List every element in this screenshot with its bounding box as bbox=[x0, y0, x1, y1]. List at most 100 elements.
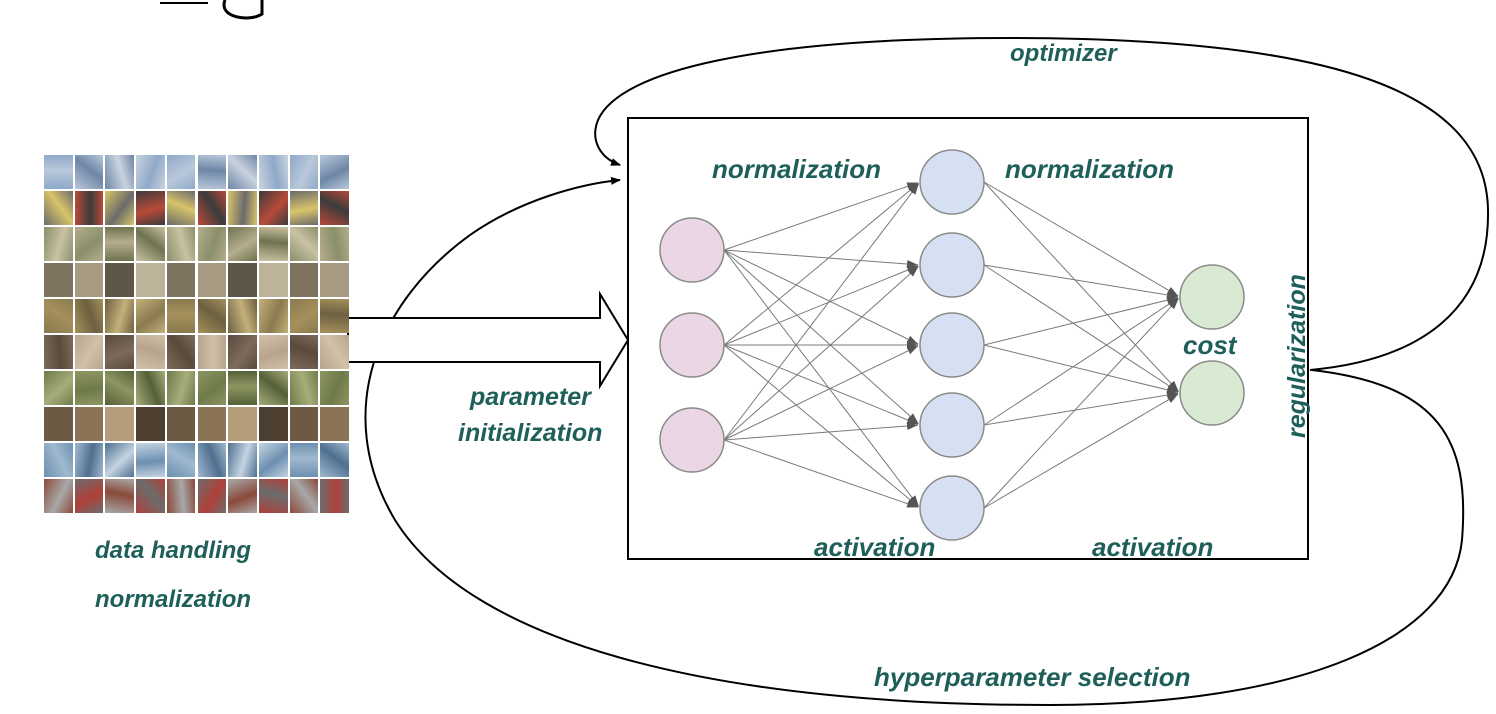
network-edges bbox=[723, 181, 1180, 509]
dataset-thumbnail bbox=[228, 263, 257, 297]
edge-1-2-1 bbox=[983, 344, 1179, 394]
edge-1-3-1 bbox=[983, 391, 1179, 426]
dataset-thumbnail bbox=[44, 443, 73, 477]
dataset-thumbnail bbox=[105, 227, 135, 261]
edge-0-0-4 bbox=[723, 249, 920, 507]
network-nodes bbox=[659, 149, 1245, 541]
edge-1-0-1 bbox=[983, 181, 1180, 392]
dataset-thumbnail bbox=[136, 263, 165, 297]
dataset-thumbnail bbox=[258, 371, 288, 405]
dataset-thumbnail bbox=[289, 299, 319, 333]
normalization-label-right: normalization bbox=[1005, 154, 1175, 184]
dataset-thumbnail bbox=[320, 227, 349, 261]
dataset-thumbnail bbox=[197, 227, 227, 261]
edge-0-2-0 bbox=[723, 183, 920, 441]
edge-0-2-1 bbox=[723, 265, 919, 441]
hidden-node-5 bbox=[919, 475, 985, 541]
output-node-1 bbox=[1179, 264, 1245, 330]
dataset-thumbnail bbox=[197, 191, 227, 225]
dataset-thumbnail bbox=[44, 227, 73, 261]
dataset-thumbnail bbox=[166, 191, 196, 225]
data-normalization-label: normalization bbox=[95, 586, 252, 613]
dataset-thumbnail bbox=[136, 371, 165, 405]
dataset-thumbnail bbox=[289, 443, 319, 477]
dataset-thumbnail bbox=[228, 227, 257, 261]
regularization-label: regularization bbox=[1283, 274, 1311, 438]
dataset-thumbnail bbox=[320, 371, 349, 405]
dataset-thumbnail bbox=[44, 407, 73, 441]
dataset-thumbnail bbox=[228, 191, 257, 225]
dataset-thumbnail bbox=[289, 371, 319, 405]
dataset-thumbnail bbox=[74, 335, 104, 369]
edge-0-1-0 bbox=[723, 182, 919, 346]
dataset-thumbnail bbox=[166, 227, 196, 261]
dataset-thumbnail bbox=[166, 335, 196, 369]
hidden-node-2 bbox=[919, 232, 985, 298]
dataset-thumbnail bbox=[105, 371, 135, 405]
initialization-label: initialization bbox=[458, 419, 603, 447]
dataset-thumbnail bbox=[228, 443, 257, 477]
dataset-thumbnail bbox=[166, 263, 196, 297]
edge-1-0-0 bbox=[983, 181, 1179, 297]
dataset-thumbnail bbox=[166, 299, 196, 333]
dataset-thumbnail bbox=[228, 299, 257, 333]
optimizer-label: optimizer bbox=[1010, 40, 1117, 67]
edge-0-2-4 bbox=[723, 439, 919, 508]
edge-0-2-2 bbox=[723, 345, 919, 441]
cost-label: cost bbox=[1183, 330, 1237, 360]
dataset-thumbnail bbox=[258, 479, 288, 513]
edge-1-1-0 bbox=[983, 264, 1179, 299]
dataset-thumbnail bbox=[320, 155, 349, 189]
dataset-thumbnail bbox=[197, 479, 227, 513]
dataset-thumbnail bbox=[166, 407, 196, 441]
dataset-thumbnail bbox=[74, 155, 104, 189]
dataset-thumbnail bbox=[258, 299, 288, 333]
dataset-thumbnail bbox=[197, 155, 227, 189]
parameter-label: parameter bbox=[470, 383, 591, 411]
dataset-thumbnail bbox=[74, 299, 104, 333]
dataset-thumbnail bbox=[105, 299, 135, 333]
edge-1-3-0 bbox=[983, 297, 1179, 426]
dataset-thumbnail bbox=[166, 371, 196, 405]
output-node-2 bbox=[1179, 360, 1245, 426]
dataset-thumbnail bbox=[197, 443, 227, 477]
dataset-thumbnail bbox=[320, 479, 349, 513]
dataset-thumbnail bbox=[197, 407, 227, 441]
dataset-thumbnail bbox=[44, 263, 73, 297]
input-node-2 bbox=[659, 312, 725, 378]
dataset-thumbnail bbox=[228, 335, 257, 369]
dataset-thumbnail bbox=[74, 263, 104, 297]
dataset-thumbnail bbox=[105, 335, 135, 369]
edge-0-1-4 bbox=[723, 344, 919, 508]
edge-1-1-1 bbox=[983, 264, 1179, 393]
dataset-thumbnail bbox=[166, 443, 196, 477]
edge-1-4-1 bbox=[983, 393, 1179, 509]
dataset-thumbnail bbox=[197, 299, 227, 333]
dataset-thumbnail bbox=[105, 407, 135, 441]
edge-0-2-3 bbox=[723, 422, 919, 441]
dataset-thumbnail bbox=[105, 479, 135, 513]
dataset-thumbnail bbox=[197, 335, 227, 369]
hidden-node-4 bbox=[919, 392, 985, 458]
normalization-label-left: normalization bbox=[712, 154, 882, 184]
dataset-thumbnail bbox=[44, 479, 73, 513]
dataset-thumbnail bbox=[136, 299, 165, 333]
optimizer-loop bbox=[594, 36, 1490, 371]
dataset-thumbnail bbox=[136, 407, 165, 441]
dataset-thumbnail bbox=[105, 191, 135, 225]
edge-0-0-3 bbox=[723, 249, 919, 425]
data-handling-label: data handling bbox=[95, 537, 251, 564]
dataset-thumbnail bbox=[320, 263, 349, 297]
dataset-thumbnail bbox=[105, 155, 135, 189]
dataset-thumbnail bbox=[258, 443, 288, 477]
dataset-thumbnail bbox=[228, 371, 257, 405]
dataset-thumbnail bbox=[44, 155, 73, 189]
input-node-1 bbox=[659, 217, 725, 283]
cropped-title-glyph bbox=[222, 0, 264, 20]
dataset-thumbnail bbox=[197, 371, 227, 405]
dataset-thumbnail bbox=[197, 263, 227, 297]
activation-label-left: activation bbox=[814, 532, 936, 562]
dataset-thumbnail bbox=[44, 335, 73, 369]
